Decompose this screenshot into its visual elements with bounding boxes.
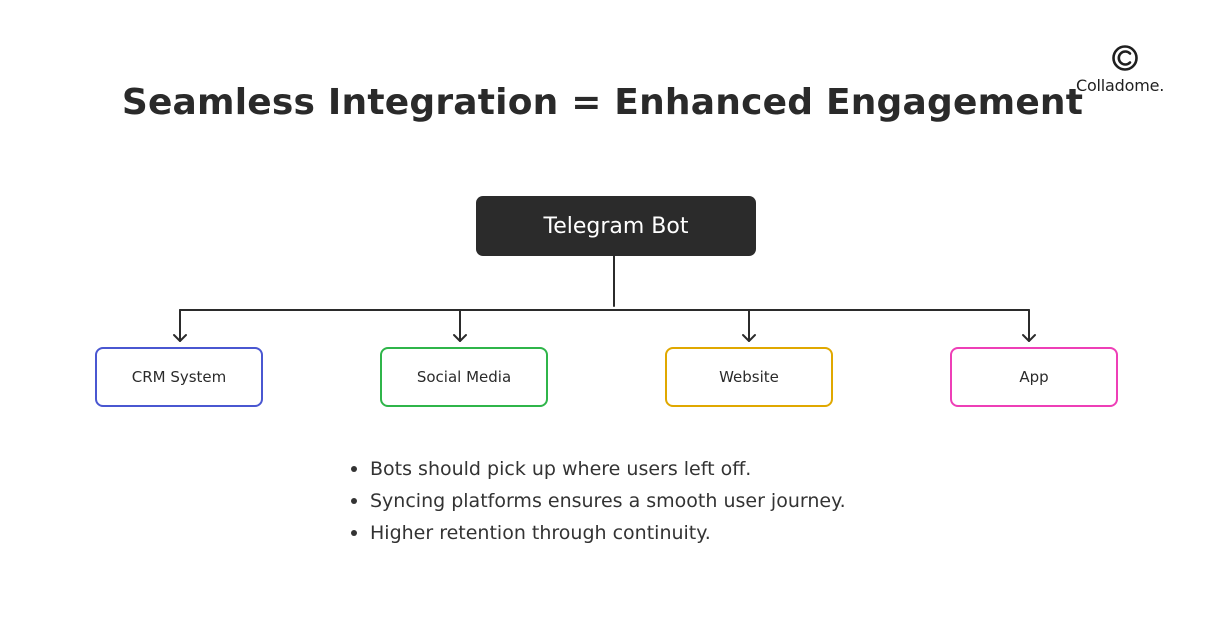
bullet-dot-icon bbox=[351, 466, 357, 472]
app-node: App bbox=[950, 347, 1118, 407]
social-media-node: Social Media bbox=[380, 347, 548, 407]
colladome-logo-icon bbox=[1112, 45, 1138, 71]
bullet-dot-icon bbox=[351, 530, 357, 536]
arrowhead-app bbox=[1022, 334, 1036, 342]
bullet-list: Bots should pick up where users left off… bbox=[350, 453, 846, 549]
brand-name: Colladome. bbox=[1076, 76, 1165, 95]
bullet-text: Higher retention through continuity. bbox=[370, 522, 711, 544]
list-item: Higher retention through continuity. bbox=[350, 517, 846, 549]
telegram-bot-node: Telegram Bot bbox=[476, 196, 756, 256]
app-label: App bbox=[1019, 368, 1049, 386]
bullet-dot-icon bbox=[351, 498, 357, 504]
page-title: Seamless Integration = Enhanced Engageme… bbox=[121, 82, 1084, 123]
website-label: Website bbox=[719, 368, 779, 386]
crm-system-node: CRM System bbox=[95, 347, 263, 407]
crm-system-label: CRM System bbox=[131, 368, 227, 386]
brand-logo: Colladome. bbox=[1076, 44, 1176, 96]
arrowhead-crm bbox=[173, 334, 187, 342]
social-media-label: Social Media bbox=[416, 368, 512, 386]
bullet-text: Syncing platforms ensures a smooth user … bbox=[370, 490, 846, 512]
list-item: Bots should pick up where users left off… bbox=[350, 453, 846, 485]
arrowhead-social bbox=[453, 334, 467, 342]
telegram-bot-label: Telegram Bot bbox=[543, 213, 689, 239]
arrowhead-website bbox=[742, 334, 756, 342]
list-item: Syncing platforms ensures a smooth user … bbox=[350, 485, 846, 517]
website-node: Website bbox=[665, 347, 833, 407]
bullet-text: Bots should pick up where users left off… bbox=[370, 458, 752, 480]
